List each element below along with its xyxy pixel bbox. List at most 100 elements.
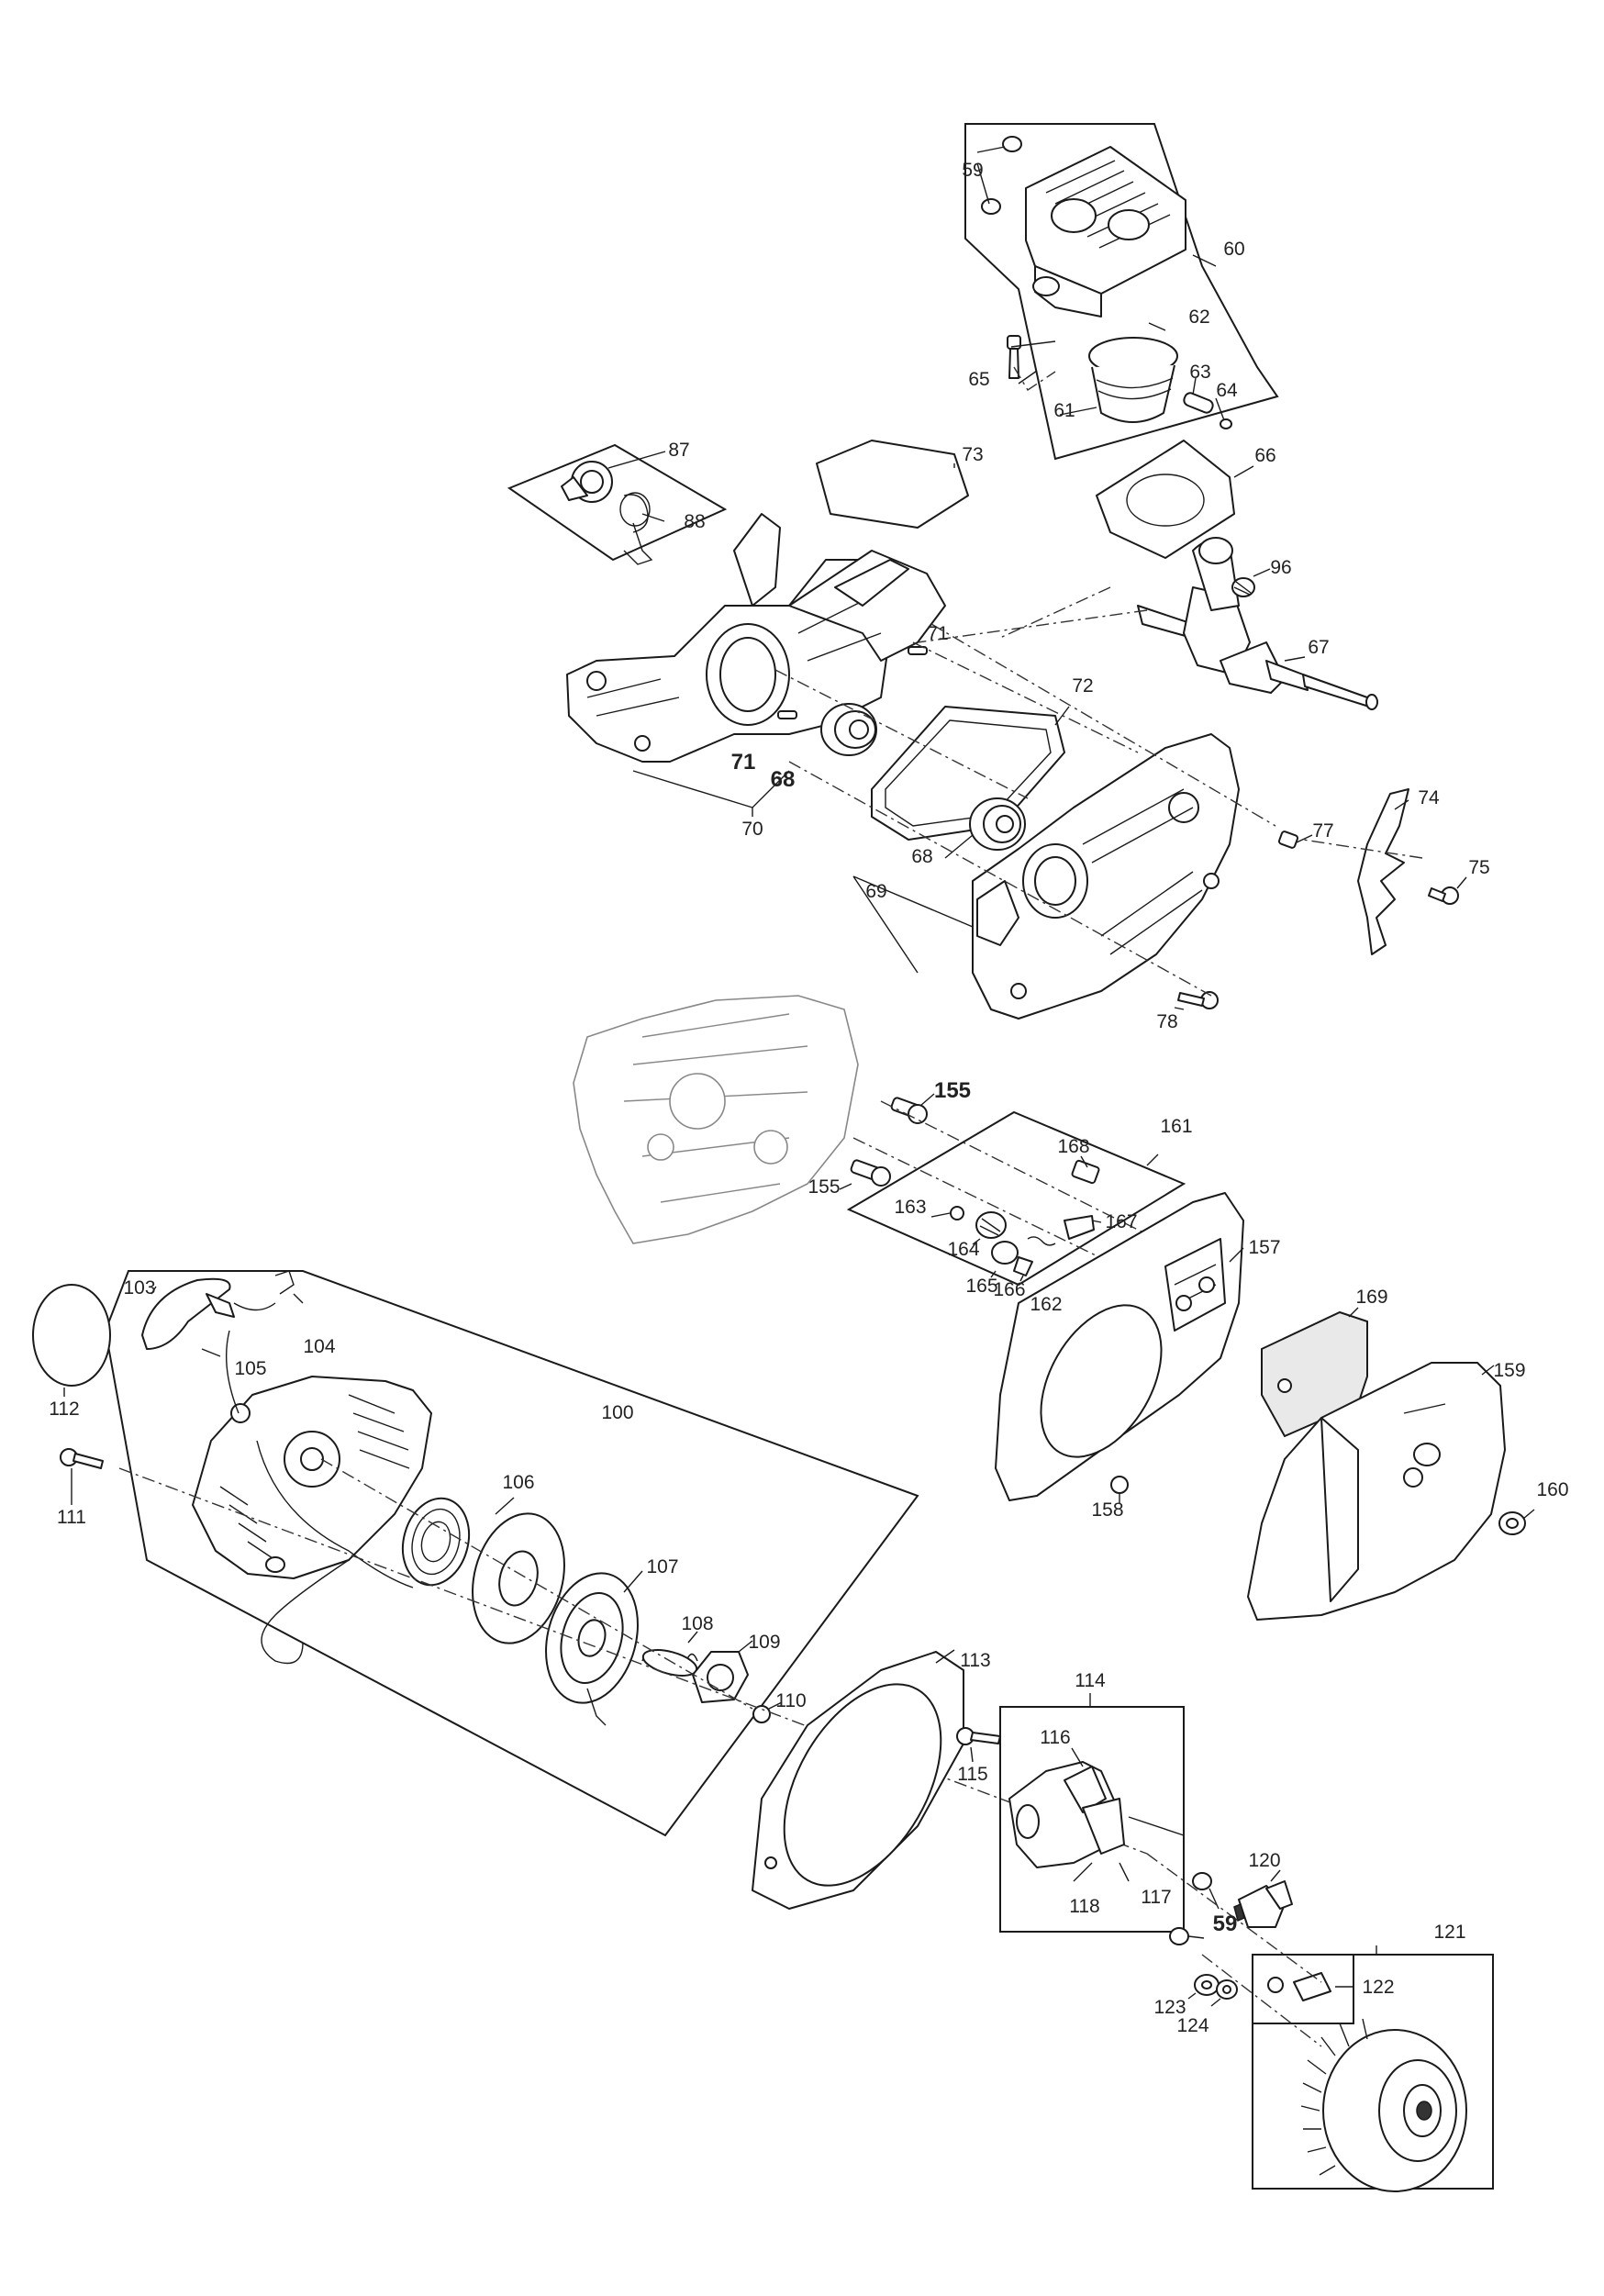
stud-155-lower	[850, 1159, 891, 1187]
label-111: 111	[57, 1507, 86, 1528]
flywheel-group	[1252, 1954, 1494, 2192]
label-165: 165	[965, 1276, 997, 1297]
label-66: 66	[1254, 445, 1275, 466]
washer-59-upper-right	[1192, 1872, 1212, 1890]
label-77: 77	[1312, 820, 1333, 841]
label-68-left: 68	[771, 767, 796, 792]
label-61: 61	[1053, 400, 1075, 421]
piston-pin	[1183, 392, 1214, 414]
cylinder	[1025, 146, 1186, 318]
label-72: 72	[1072, 675, 1093, 697]
plate-169	[1261, 1310, 1368, 1438]
washer-124	[1216, 1979, 1238, 2000]
label-106: 106	[502, 1472, 534, 1493]
crankcase-reference	[573, 995, 859, 1244]
gasket-73	[816, 440, 969, 529]
label-62: 62	[1188, 307, 1209, 328]
cap-109	[692, 1651, 749, 1703]
sprocket-cover-inner	[995, 1192, 1244, 1501]
washer-163	[950, 1206, 964, 1220]
pawl-122	[1267, 1972, 1331, 2001]
cylinder-group	[964, 123, 1279, 559]
piston-clip	[1220, 418, 1232, 429]
spark-plug	[1233, 1880, 1293, 1928]
label-59: 59	[962, 160, 983, 181]
label-113: 113	[960, 1650, 990, 1671]
oil-pump-group	[507, 443, 728, 565]
sprocket-cover	[1247, 1362, 1506, 1621]
washer-59-top	[1002, 136, 1022, 152]
label-104: 104	[303, 1336, 335, 1357]
label-88: 88	[684, 511, 705, 532]
label-70: 70	[741, 819, 763, 840]
label-120: 120	[1248, 1850, 1280, 1871]
bearing-68-right	[969, 797, 1026, 851]
screw-158	[1110, 1476, 1129, 1494]
label-68-right: 68	[911, 846, 932, 867]
label-112: 112	[49, 1399, 79, 1420]
spring-cover	[472, 1512, 565, 1644]
piston	[1088, 337, 1178, 423]
starter-housing	[192, 1376, 432, 1588]
flywheel	[1300, 2018, 1467, 2192]
nut-123	[1194, 1974, 1220, 1996]
starter-group	[104, 1270, 919, 1837]
label-110: 110	[775, 1690, 806, 1711]
oil-pump	[561, 461, 613, 503]
bracket-166	[1013, 1256, 1033, 1276]
screw-110	[752, 1705, 771, 1723]
cover-plate-168	[1071, 1159, 1100, 1185]
cover-112	[32, 1284, 111, 1387]
label-63: 63	[1189, 362, 1210, 383]
label-167: 167	[1105, 1211, 1137, 1232]
stud-155-upper	[890, 1097, 928, 1124]
label-122: 122	[1362, 1977, 1394, 1998]
screw-115	[956, 1727, 1001, 1745]
label-124: 124	[1176, 2015, 1209, 2036]
label-108: 108	[681, 1613, 713, 1634]
spring-106	[401, 1497, 471, 1587]
crankcase-left	[566, 513, 946, 763]
starter-rope-105	[226, 1330, 350, 1665]
label-109: 109	[748, 1632, 780, 1653]
spring-165	[1027, 1236, 1056, 1246]
label-100: 100	[601, 1402, 633, 1423]
label-71-right: 71	[927, 623, 948, 644]
label-67: 67	[1308, 637, 1329, 658]
crankcase-right	[972, 733, 1240, 1020]
cylinder-gasket	[1096, 440, 1235, 559]
pulley-107	[545, 1572, 639, 1704]
label-69: 69	[865, 881, 886, 902]
label-73: 73	[962, 444, 983, 465]
worm-gear-164	[975, 1211, 1007, 1239]
label-161: 161	[1160, 1116, 1192, 1137]
dowel-pins-71	[777, 646, 928, 719]
clip-104	[233, 1270, 295, 1311]
label-64: 64	[1216, 380, 1238, 401]
label-155-upper: 155	[934, 1078, 971, 1103]
screw-78	[1177, 991, 1219, 1009]
label-75: 75	[1468, 857, 1489, 878]
crankshaft	[1137, 537, 1378, 710]
label-164: 164	[947, 1239, 979, 1260]
label-78: 78	[1156, 1011, 1177, 1032]
label-158: 158	[1091, 1499, 1123, 1521]
lever-167	[1064, 1215, 1095, 1240]
label-105: 105	[234, 1358, 266, 1379]
washer-59-bottom	[981, 198, 1001, 215]
ignition-coil-group	[999, 1706, 1185, 1933]
label-169: 169	[1355, 1287, 1387, 1308]
label-87: 87	[668, 440, 689, 461]
label-121: 121	[1433, 1922, 1465, 1943]
starter-group-frame	[104, 1270, 919, 1837]
oil-line-88	[623, 494, 653, 565]
label-118: 118	[1069, 1896, 1099, 1917]
oil-pump-assembly-161	[846, 1110, 1186, 1287]
label-116: 116	[1040, 1727, 1070, 1748]
cylinder-group-frame	[964, 123, 1279, 461]
nut-160	[1498, 1511, 1526, 1535]
label-155-lower: 155	[808, 1176, 840, 1198]
label-160: 160	[1536, 1479, 1568, 1500]
label-65: 65	[968, 369, 989, 390]
